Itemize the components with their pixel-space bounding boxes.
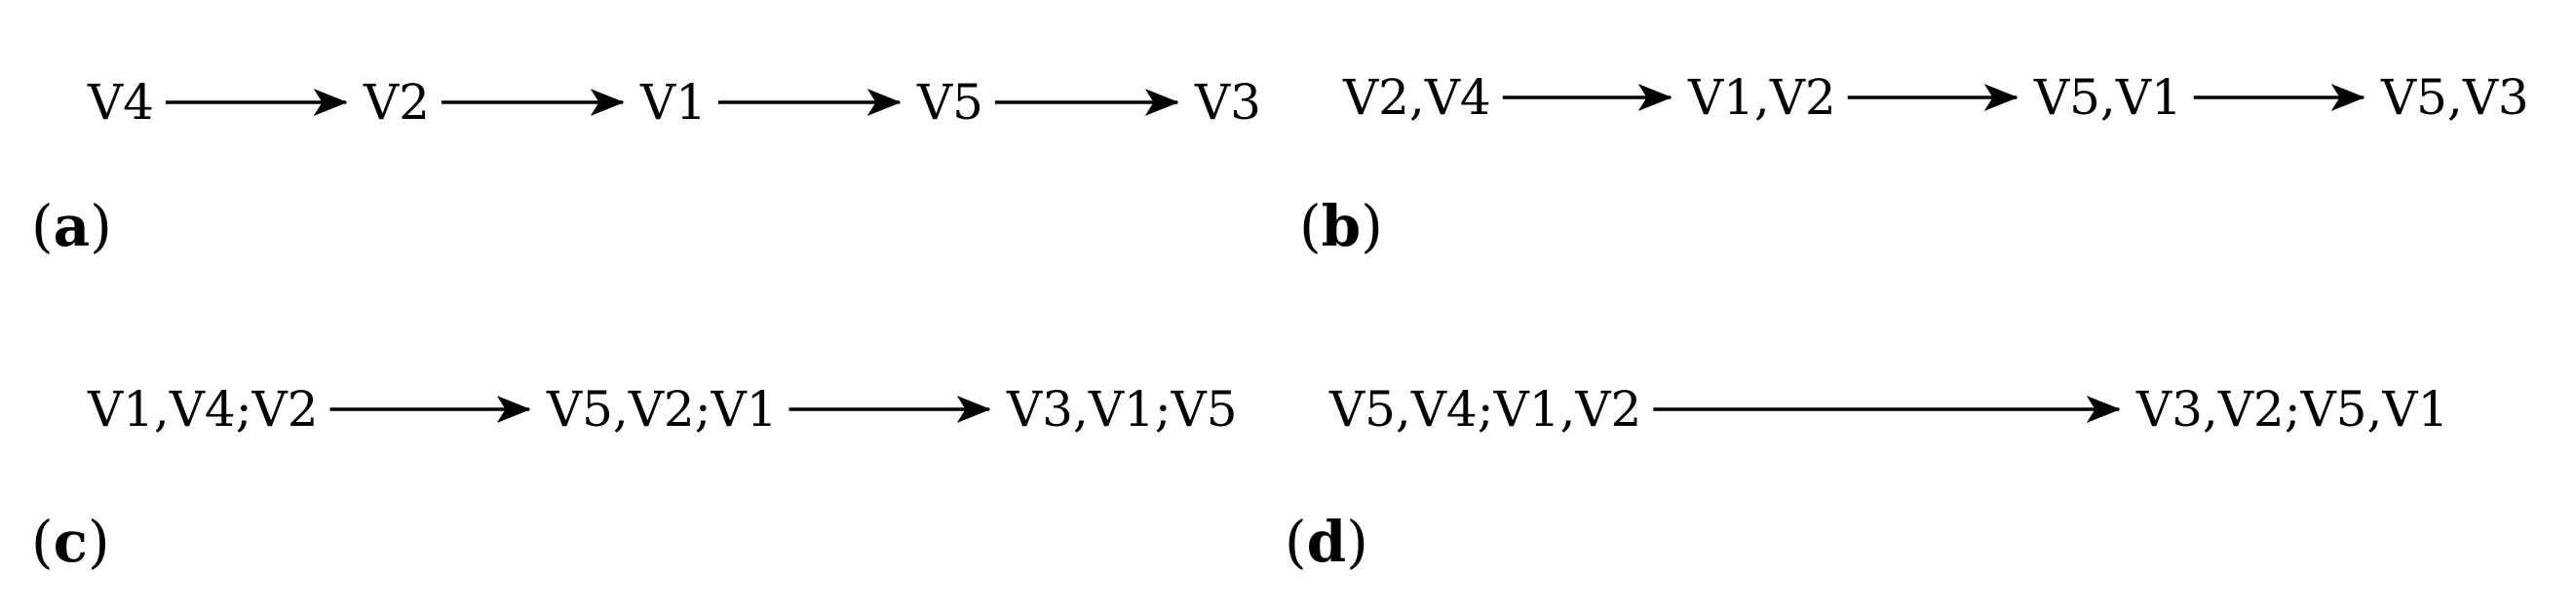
panel-c-node-3: V3,V1;V5 [1007,381,1238,438]
panel-d-label: (d) [1285,509,1368,575]
panel-b-label: (b) [1299,193,1383,259]
panel-c-label: (c) [31,509,110,575]
panel-b-node-3: V5,V1 [2034,69,2182,126]
panel-b-node-1: V2,V4 [1343,69,1491,126]
panel-b-node-2: V1,V2 [1688,69,1836,126]
panel-b-node-4: V5,V3 [2381,69,2529,126]
panel-a-node-4: V5 [917,74,983,131]
panel-b-letter: b [1321,193,1362,259]
panel-c-letter: c [53,509,88,575]
panel-a-node-2: V2 [364,74,430,131]
panel-a-node-5: V3 [1195,74,1261,131]
panel-a-node-1: V4 [88,74,154,131]
panel-a-node-3: V1 [640,74,707,131]
panel-d-letter: d [1306,509,1347,575]
panel-d-node-2: V3,V2;V5,V1 [2136,381,2449,438]
panel-a-letter: a [53,193,91,259]
panel-c-node-1: V1,V4;V2 [88,381,319,438]
panel-a-label: (a) [31,193,112,259]
panel-c-node-2: V5,V2;V1 [547,381,778,438]
panel-d-node-1: V5,V4;V1,V2 [1329,381,1642,438]
